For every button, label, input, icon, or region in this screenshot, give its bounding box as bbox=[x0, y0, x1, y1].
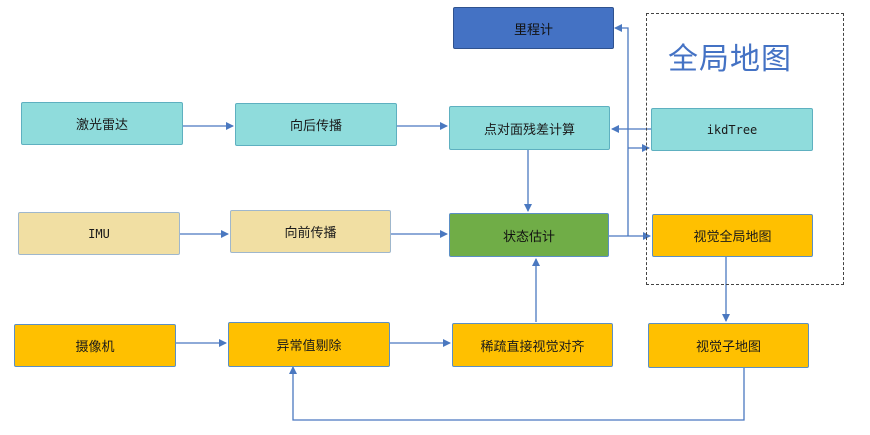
arrow-state-to-odometry bbox=[614, 24, 629, 236]
arrow-submap-to-outlier bbox=[289, 366, 745, 421]
global-map-region bbox=[646, 13, 844, 285]
node-outlier-rejection: 异常值剔除 bbox=[228, 322, 390, 367]
node-odometry: 里程计 bbox=[453, 7, 614, 49]
node-state-estimation: 状态估计 bbox=[449, 213, 609, 257]
node-visual-global-map: 视觉全局地图 bbox=[652, 214, 813, 257]
node-imu: IMU bbox=[18, 212, 180, 255]
node-point-plane-residual: 点对面残差计算 bbox=[449, 106, 610, 150]
node-back-propagation: 向后传播 bbox=[235, 103, 397, 146]
global-map-title: 全局地图 bbox=[668, 42, 792, 77]
node-lidar: 激光雷达 bbox=[21, 102, 183, 145]
node-sparse-direct-alignment: 稀疏直接视觉对齐 bbox=[452, 323, 613, 367]
node-ikdtree: ikdTree bbox=[651, 108, 813, 151]
node-camera: 摄像机 bbox=[14, 324, 176, 367]
node-visual-submap: 视觉子地图 bbox=[648, 323, 809, 368]
node-forward-propagation: 向前传播 bbox=[230, 210, 391, 253]
